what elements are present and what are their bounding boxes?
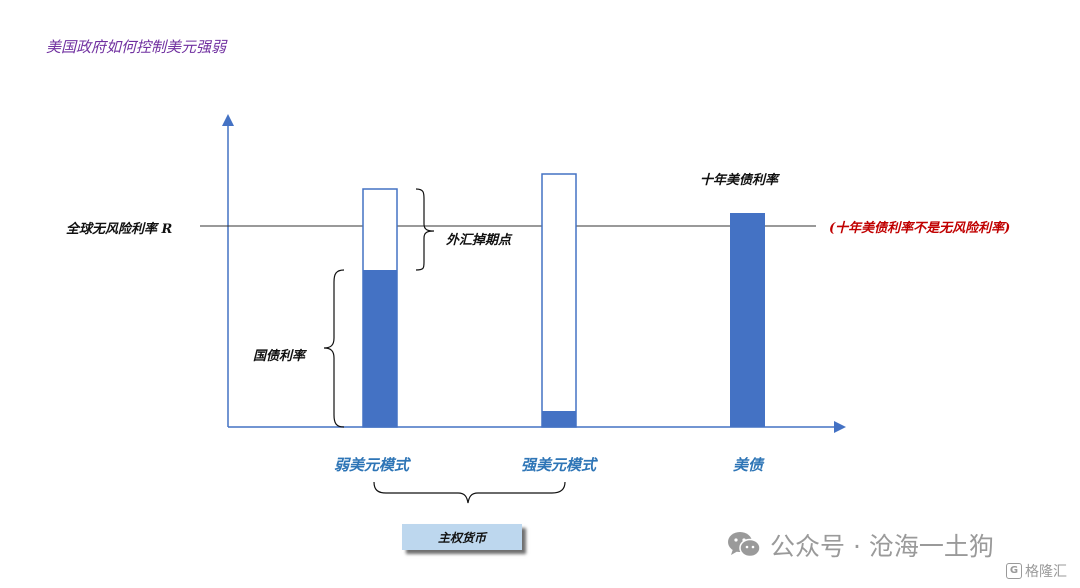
category-weak-dollar: 弱美元模式 [334,456,410,474]
watermark-text: 公众号 · 沧海一土狗 [770,532,994,561]
sovereign-currency-label: 主权货币 [437,530,486,545]
treasury-rate-brace [323,269,345,428]
treasury-rate-label: 国债利率 [253,349,306,364]
gelonghui-logo-text: 格隆汇 [1025,564,1067,580]
strong-dollar-bar-fill [542,411,576,427]
ust-bar [730,213,765,427]
sovereign-currency-box: 主权货币 [402,524,522,550]
weak-dollar-bar-fill [363,270,397,427]
diagram-title: 美国政府如何控制美元强弱 [46,38,227,56]
global-rate-label: 全球无风险利率 R [66,222,173,237]
ust10-note: (十年美债利率不是无风险利率) [829,221,1011,236]
fx-discount-brace [415,188,435,271]
ust10-label: 十年美债利率 [700,173,779,188]
category-ust: 美债 [733,456,764,474]
gelonghui-logo-icon: G [1006,563,1022,579]
gelonghui-logo: G 格隆汇 [1006,562,1067,580]
wechat-icon [728,532,761,558]
sovereign-brace [373,481,566,504]
watermark: 公众号 · 沧海一土狗 [726,527,994,563]
fx-discount-label: 外汇掉期点 [446,233,512,248]
category-strong-dollar: 强美元模式 [521,456,597,474]
strong-dollar-bar-outline [541,173,577,428]
